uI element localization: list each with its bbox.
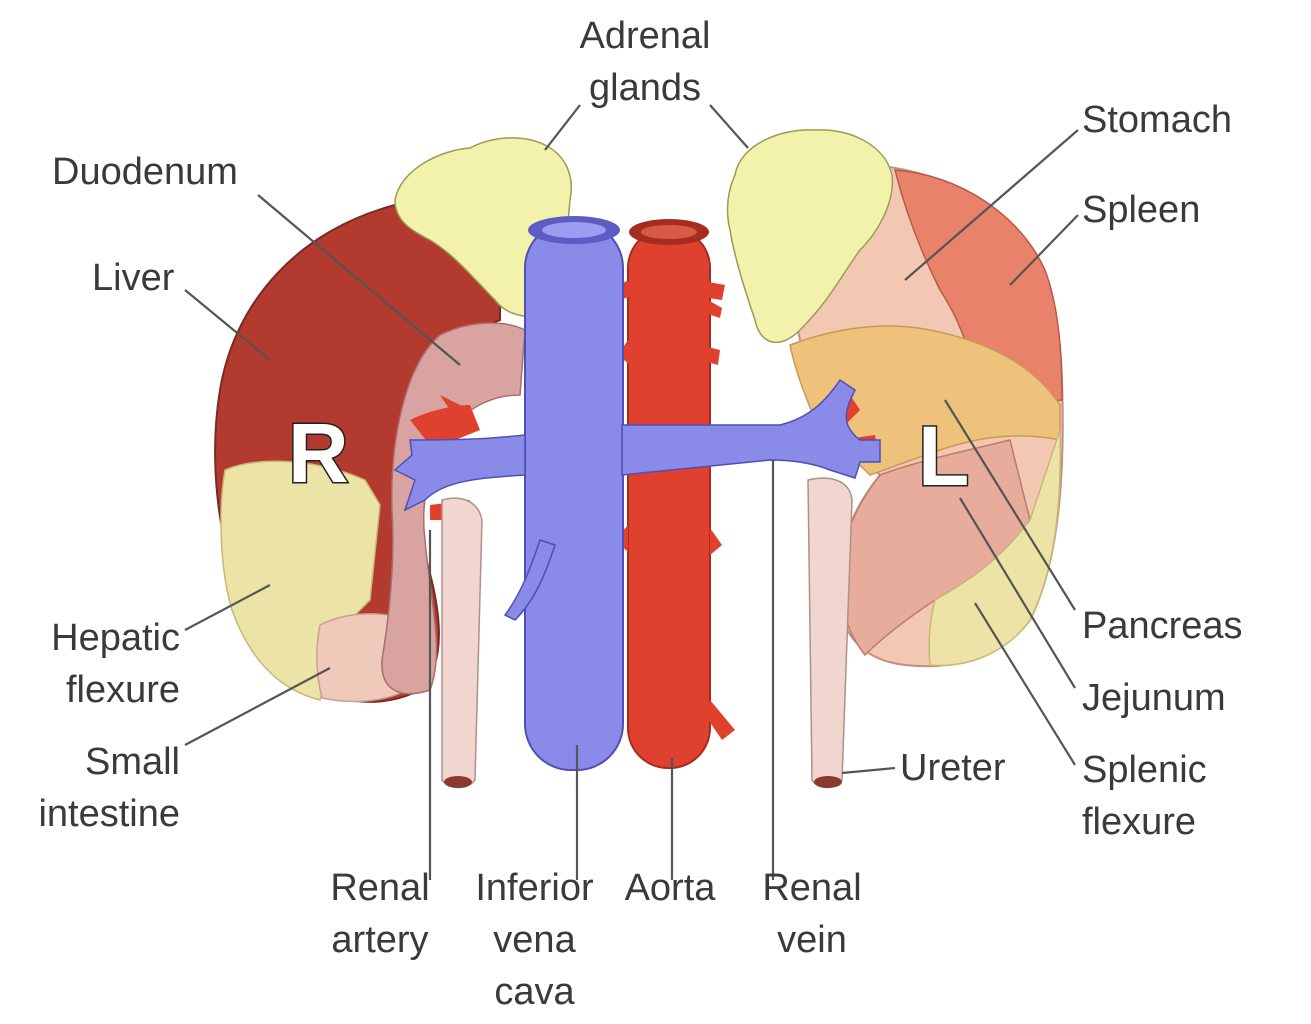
label-liver: Liver [92,252,174,304]
left-ureter [808,478,852,787]
label-ureter: Ureter [900,742,1006,794]
label-spleen: Spleen [1082,184,1200,236]
label-jejunum: Jejunum [1082,672,1226,724]
label-renal-artery: Renal artery [320,862,440,966]
label-pancreas: Pancreas [1082,600,1243,652]
left-side-letter: L [918,409,969,503]
label-splenic-flexure: Splenic flexure [1082,744,1207,848]
leader-ureter [842,768,895,773]
label-renal-vein: Renal vein [752,862,872,966]
label-adrenal-glands: Adrenal glands [560,10,730,114]
label-inferior-vena-cava: Inferior vena cava [462,862,607,1018]
label-stomach: Stomach [1082,94,1232,146]
label-hepatic-flexure: Hepatic flexure [20,612,180,716]
leader-small-intestine [185,668,330,745]
label-aorta: Aorta [610,862,730,914]
label-small-intestine: Small intestine [15,736,180,840]
label-duodenum: Duodenum [52,146,238,198]
aorta [612,219,735,768]
right-ureter [442,498,482,787]
right-side-letter: R [288,406,349,500]
